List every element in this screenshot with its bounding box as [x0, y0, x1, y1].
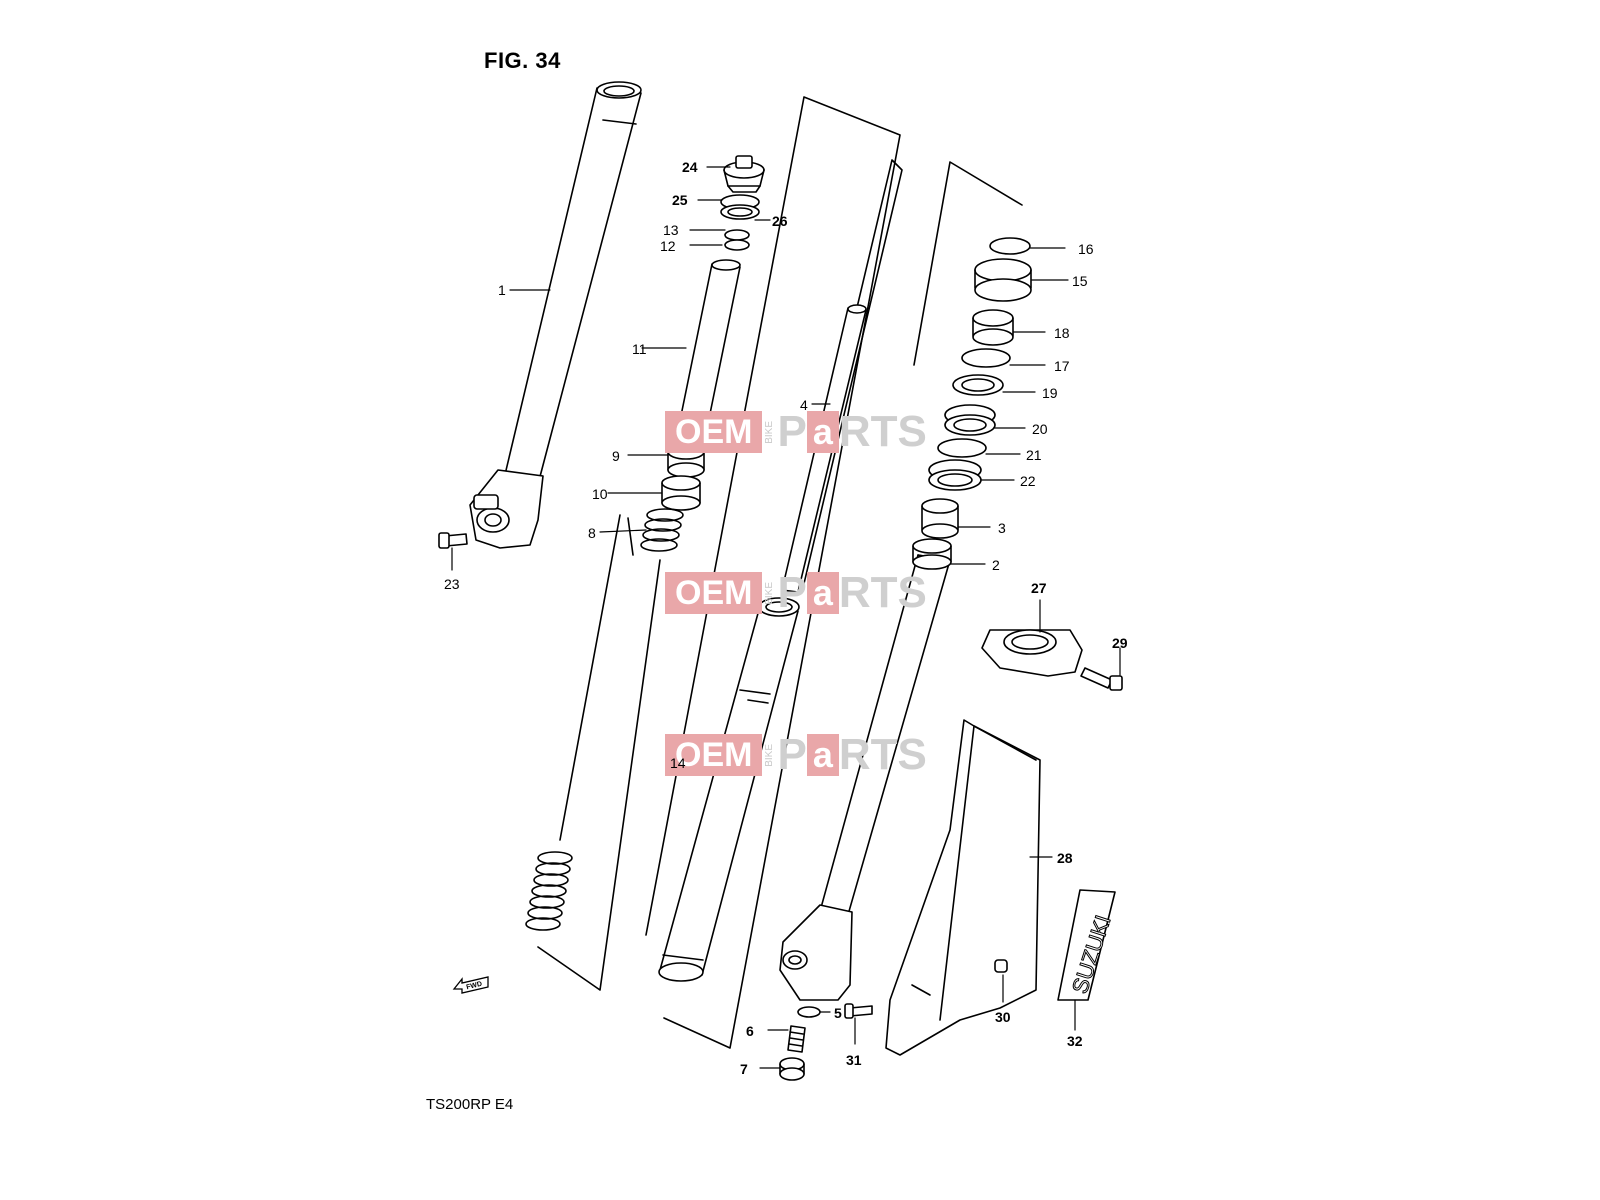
callout-6: 6 — [746, 1023, 754, 1039]
callout-25: 25 — [672, 192, 688, 208]
part-10-bushing — [661, 475, 701, 511]
part-16-snap-ring — [989, 237, 1031, 255]
leader-lines — [451, 166, 1121, 1069]
callout-7: 7 — [740, 1061, 748, 1077]
part-29-clamp-bolt — [1080, 667, 1123, 691]
callout-31: 31 — [846, 1052, 862, 1068]
part-25-oring — [720, 194, 760, 220]
part-1-inner-tube — [469, 81, 642, 549]
bracket-line-centre — [645, 96, 901, 1049]
callout-27: 27 — [1031, 580, 1047, 596]
callout-5: 5 — [834, 1005, 842, 1021]
part-28-fork-guard — [885, 719, 1041, 1056]
svg-text:FWD: FWD — [466, 981, 483, 992]
callout-17: 17 — [1054, 358, 1070, 374]
callout-14: 14 — [670, 755, 686, 771]
callout-10: 10 — [592, 486, 608, 502]
bracket-line-left — [537, 517, 661, 991]
part-8-spring — [640, 508, 684, 552]
callout-15: 15 — [1072, 273, 1088, 289]
part-30-nut — [994, 959, 1008, 973]
callout-28: 28 — [1057, 850, 1073, 866]
part-32-decal — [1057, 889, 1116, 1001]
part-7-cap — [779, 1057, 805, 1081]
part-2-slide-bushing — [912, 538, 952, 570]
callout-23: 23 — [444, 576, 460, 592]
part-18-bushing — [972, 309, 1014, 346]
callout-13: 13 — [663, 222, 679, 238]
part-20-oil-seal — [944, 404, 996, 436]
callout-8: 8 — [588, 525, 596, 541]
part-24-cap-bolt — [723, 155, 765, 193]
part-6-bolt — [787, 1025, 806, 1053]
part-5-washer — [797, 1006, 821, 1018]
callout-4: 4 — [800, 397, 808, 413]
part-14-fork-spring — [525, 851, 573, 931]
part-19-washer — [952, 374, 1004, 396]
callout-20: 20 — [1032, 421, 1048, 437]
fwd-arrow-icon: FWD — [452, 975, 490, 995]
callout-19: 19 — [1042, 385, 1058, 401]
callout-1: 1 — [498, 282, 506, 298]
part-31-screw — [844, 1003, 873, 1019]
callout-3: 3 — [998, 520, 1006, 536]
callout-18: 18 — [1054, 325, 1070, 341]
part-21-ring — [937, 438, 987, 458]
part-12-13-spacer — [724, 229, 750, 251]
part-9-bushing — [667, 444, 705, 478]
callout-26: 26 — [772, 213, 788, 229]
callout-24: 24 — [682, 159, 698, 175]
part-3-guide-bushing — [921, 498, 959, 539]
callout-32: 32 — [1067, 1033, 1083, 1049]
callout-2: 2 — [992, 557, 1000, 573]
part-22-seal — [928, 459, 982, 491]
figure-title: FIG. 34 — [484, 48, 561, 73]
part-14-damper-cylinder — [658, 597, 800, 982]
callout-29: 29 — [1112, 635, 1128, 651]
part-27-clamp — [981, 629, 1083, 677]
part-11-spacer-tube — [674, 259, 741, 449]
callout-30: 30 — [995, 1009, 1011, 1025]
callout-16: 16 — [1078, 241, 1094, 257]
callout-21: 21 — [1026, 447, 1042, 463]
callout-9: 9 — [612, 448, 620, 464]
callout-22: 22 — [1020, 473, 1036, 489]
callout-11: 11 — [632, 341, 647, 357]
model-code: TS200RP E4 — [426, 1096, 514, 1113]
part-23-bolt — [438, 532, 468, 549]
part-15-dust-seal — [974, 258, 1032, 302]
axis-line-left — [559, 514, 621, 841]
callout-12: 12 — [660, 238, 676, 254]
part-17-ring — [961, 348, 1011, 368]
